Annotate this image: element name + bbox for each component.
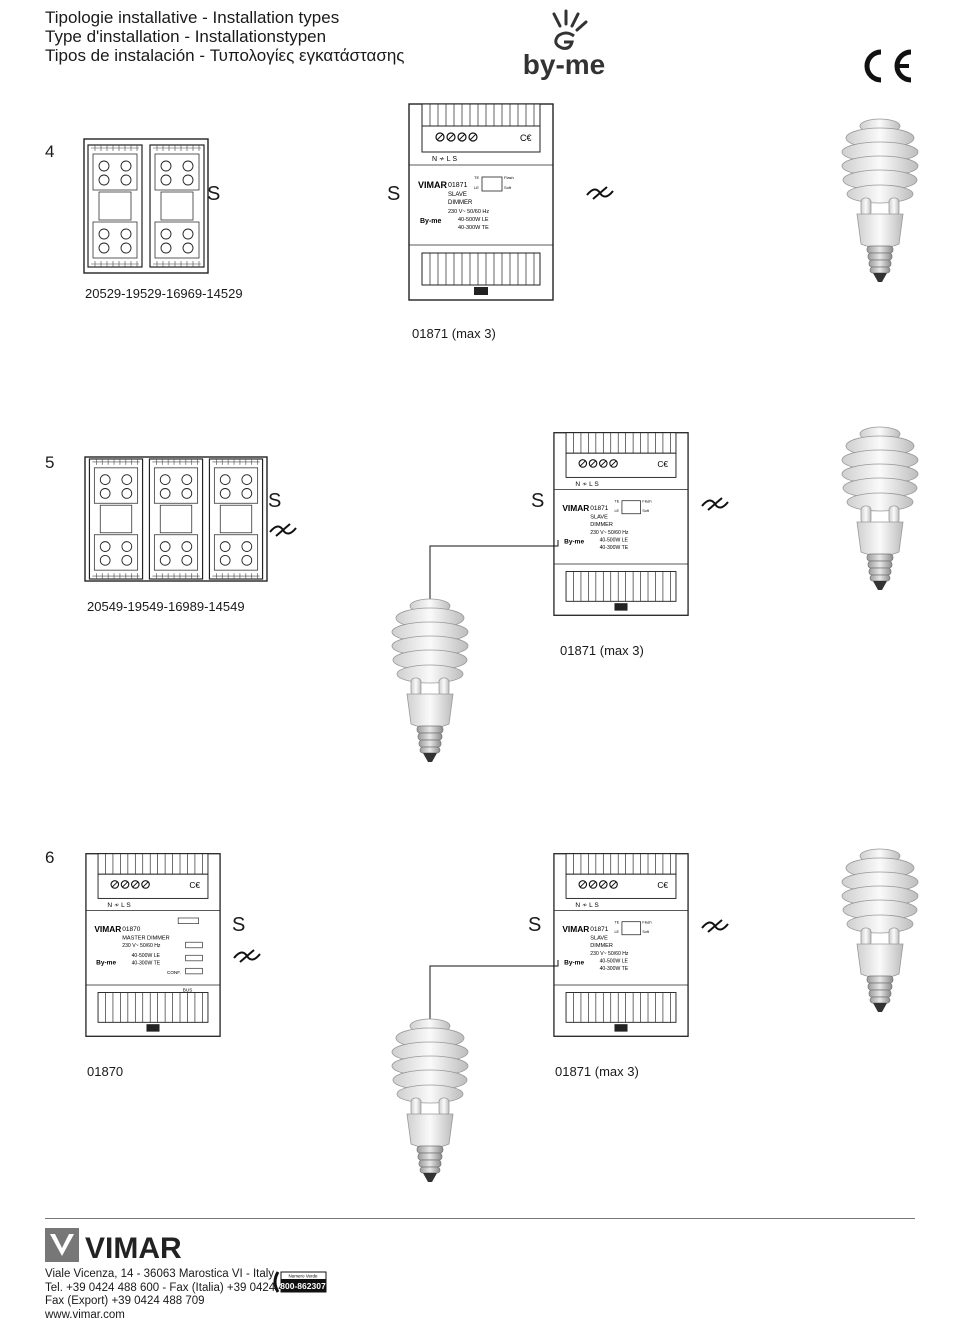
vimar-label: VIMAR (94, 924, 121, 934)
device-rating: 230 V~ 50/60 Hz (448, 209, 489, 215)
cfl-lamp (385, 1018, 475, 1188)
switch-le-label: LE (614, 509, 619, 513)
device-rating: 230 V~ 50/60 Hz (122, 943, 161, 949)
s-label: S (268, 490, 281, 513)
device-le: 40-500W LE (600, 959, 629, 965)
dimmer-symbol (700, 918, 730, 934)
company-name: VIMAR (85, 1232, 182, 1264)
slave-label: 01871 (max 3) (555, 1064, 639, 1079)
byme-label: By-me (564, 960, 584, 967)
device-code: 01870 (122, 926, 140, 933)
device-rating: 230 V~ 50/60 Hz (590, 951, 629, 957)
terminal-labels: N ≁ L S (107, 902, 131, 909)
title-line-2: Type d'installation - Installationstypen (45, 27, 404, 46)
switch-flash-label: Flash (504, 175, 514, 180)
vimar-footer-logo: VIMAR (45, 1226, 185, 1269)
cfl-lamp (385, 598, 475, 768)
byme-label: By-me (564, 539, 584, 546)
terminal-labels: N ≁ L S (575, 481, 599, 488)
device-te: 40-300W TE (600, 545, 629, 551)
device-te: 40-300W TE (132, 961, 161, 967)
slave-dimmer-device: N ≁ L S VIMAR By-me 01871 SLAVE DIMMER 2… (408, 103, 554, 306)
bus-label: BUS (183, 988, 193, 993)
device-code: 01871 (590, 926, 608, 933)
master-dimmer-device: N ≁ L S VIMAR By-me 01870 MASTER DIMMER … (85, 845, 221, 1050)
device-line2: DIMMER (590, 522, 613, 528)
dimmer-symbol (232, 948, 262, 964)
device-line2: DIMMER (448, 200, 473, 206)
slave-dimmer-device: N ≁ L S VIMAR By-me 01871 SLAVE DIMMER 2… (553, 424, 689, 629)
vimar-label: VIMAR (418, 180, 448, 190)
switch-te-label: TE (474, 175, 479, 180)
switch-le-label: LE (474, 185, 479, 190)
dimmer-symbol (700, 496, 730, 512)
green-number-badge: Numero Verde 800-862307 (272, 1270, 328, 1294)
terminal-labels: N ≁ L S (432, 156, 457, 163)
slave-label: 01871 (max 3) (560, 643, 644, 658)
switch-le-label: LE (614, 930, 619, 934)
footer-web: www.vimar.com (45, 1309, 320, 1322)
switch-flash-label: Flash (642, 921, 651, 925)
master-label: 01870 (87, 1064, 123, 1079)
device-line1: SLAVE (590, 935, 608, 941)
switch-plate-group (83, 138, 209, 279)
header-title: Tipologie installative - Installation ty… (45, 8, 404, 65)
byme-logo-text: by-me (523, 49, 605, 80)
ce-mark (855, 48, 917, 84)
switch-module (150, 145, 204, 267)
cfl-lamp (835, 426, 925, 596)
s-label: S (207, 183, 220, 206)
s-label: S (387, 183, 400, 206)
cfl-lamp (835, 118, 925, 288)
byme-label: By-me (96, 960, 116, 967)
conf-label: CONF. (167, 970, 181, 975)
slave-dimmer-device: N ≁ L S VIMAR By-me 01871 SLAVE DIMMER 2… (553, 845, 689, 1050)
device-line2: DIMMER (590, 943, 613, 949)
switch-plate-group (84, 456, 268, 587)
section-number: 6 (45, 848, 54, 868)
s-label: S (232, 914, 245, 937)
device-rating: 230 V~ 50/60 Hz (590, 530, 629, 536)
switch-soft-label: Soft (642, 509, 649, 513)
switch-te-label: TE (614, 500, 619, 504)
vimar-label: VIMAR (562, 503, 589, 513)
s-label: S (528, 914, 541, 937)
switch-soft-label: Soft (642, 930, 649, 934)
device-te: 40-300W TE (600, 966, 629, 972)
device-line1: MASTER DIMMER (122, 935, 169, 941)
s-label: S (531, 490, 544, 513)
switch-te-label: TE (614, 921, 619, 925)
byme-label: By-me (420, 218, 442, 225)
device-le: 40-500W LE (600, 538, 629, 544)
device-line1: SLAVE (590, 514, 608, 520)
slave-label: 01871 (max 3) (412, 326, 496, 341)
device-te: 40-300W TE (458, 225, 489, 231)
device-le: 40-500W LE (458, 217, 489, 223)
dimmer-symbol (585, 185, 615, 201)
switch-codes: 20549-19549-16989-14549 (87, 599, 245, 614)
terminal-labels: N ≁ L S (575, 902, 599, 909)
vimar-label: VIMAR (562, 924, 589, 934)
dimmer-symbol (268, 522, 298, 538)
byme-logo: by-me (510, 8, 618, 80)
footer-divider (45, 1218, 915, 1219)
switch-soft-label: Soft (504, 185, 512, 190)
section-number: 5 (45, 453, 54, 473)
cfl-lamp (835, 848, 925, 1018)
device-line1: SLAVE (448, 192, 467, 198)
device-code: 01871 (590, 505, 608, 512)
footer-fax: Fax (Export) +39 0424 488 709 (45, 1295, 320, 1309)
switch-flash-label: Flash (642, 500, 651, 504)
device-code: 01871 (448, 182, 468, 189)
device-le: 40-500W LE (132, 953, 161, 959)
title-line-1: Tipologie installative - Installation ty… (45, 8, 404, 27)
green-number-title: Numero Verde (288, 1274, 318, 1279)
section-number: 4 (45, 142, 54, 162)
switch-codes: 20529-19529-16969-14529 (85, 286, 243, 301)
title-line-3: Tipos de instalación - Τυπολογίες εγκατά… (45, 46, 404, 65)
green-number-value: 800-862307 (280, 1281, 326, 1291)
switch-module (88, 145, 142, 267)
